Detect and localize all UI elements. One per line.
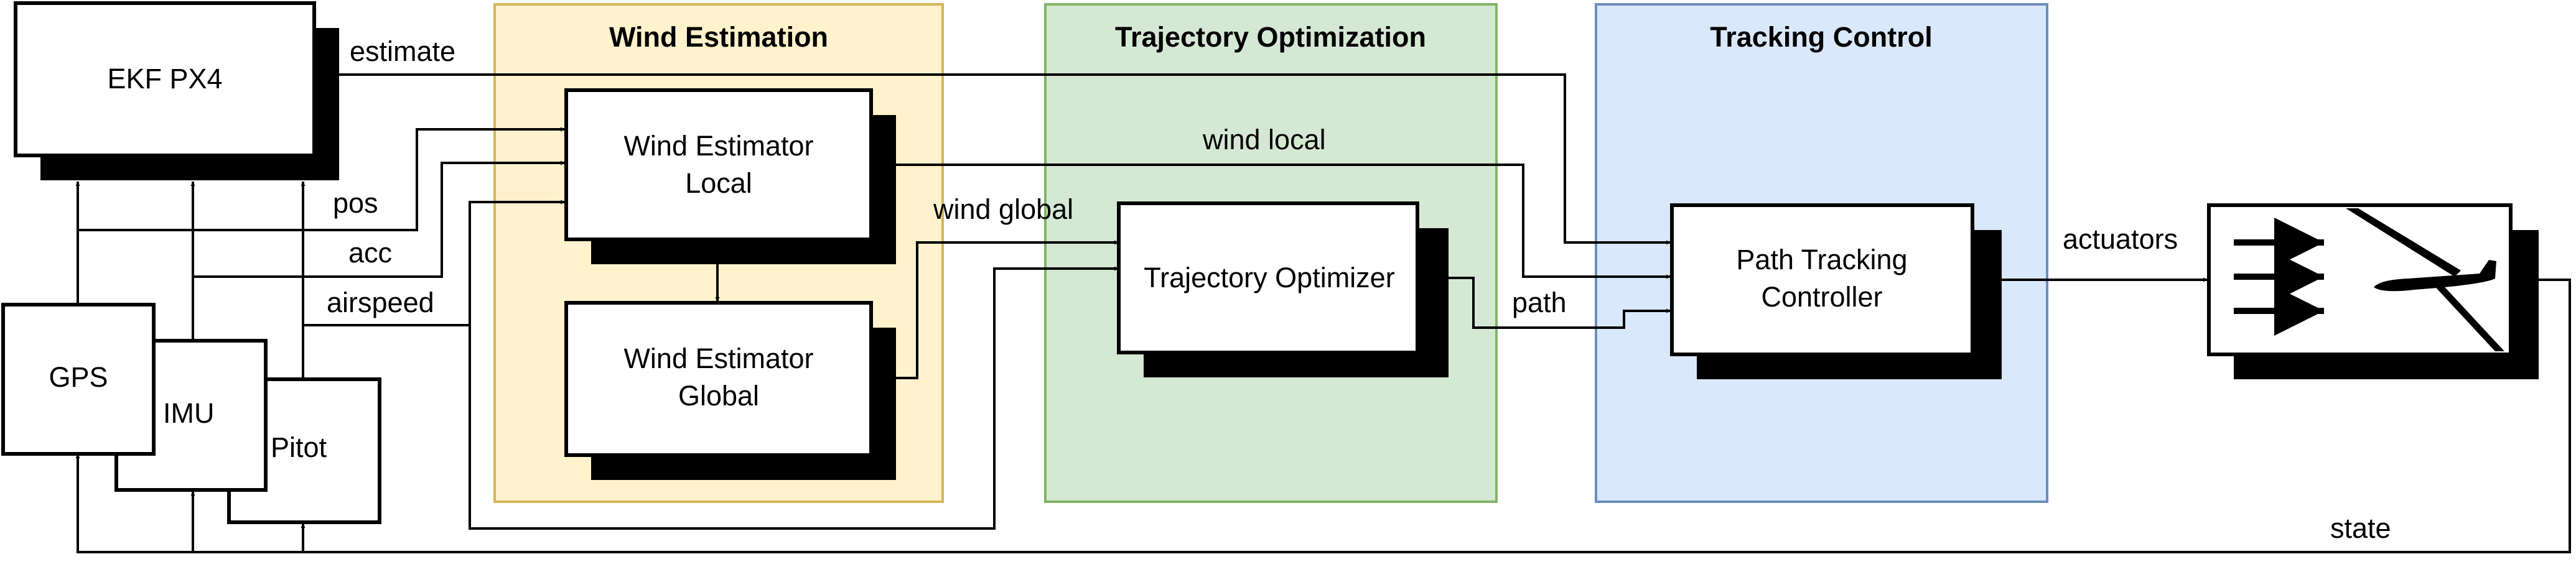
acc-wire — [193, 160, 565, 278]
estimate-label: estimate — [350, 35, 455, 67]
wind-estimator-local-line1: Wind Estimator — [623, 130, 813, 162]
path-label: path — [1512, 287, 1567, 318]
wind-estimator-local-line2: Local — [685, 167, 752, 199]
state-wire — [75, 279, 2571, 553]
ekf-px4-block: EKF PX4 — [14, 1, 339, 180]
ekf-px4-label: EKF PX4 — [107, 63, 222, 95]
wind-estimator-local-block: Wind Estimator Local — [564, 88, 896, 264]
wind-local-label: wind local — [1202, 124, 1326, 155]
wind-global-label: wind global — [933, 193, 1073, 225]
aircraft-plant-block — [2207, 203, 2539, 379]
wind-estimator-global-line2: Global — [678, 380, 759, 412]
path-tracking-controller-block: Path Tracking Controller — [1670, 203, 2002, 379]
imu-label: IMU — [163, 397, 215, 429]
pitot-label: Pitot — [271, 431, 327, 463]
group-title: Wind Estimation — [609, 21, 828, 53]
pos-wire — [78, 127, 565, 231]
estimate-wire — [336, 73, 1671, 245]
pos-label: pos — [333, 187, 378, 219]
wind-estimator-global-line1: Wind Estimator — [623, 343, 813, 374]
gps-label: GPS — [49, 361, 108, 393]
state-label: state — [2330, 512, 2391, 544]
glider-in-wind-icon — [2234, 208, 2504, 351]
gps-block: GPS — [1, 303, 156, 456]
actuators-label: actuators — [2063, 223, 2178, 255]
wind-local-wire — [896, 164, 1671, 279]
trajectory-optimizer-block: Trajectory Optimizer — [1117, 201, 1449, 377]
airspeed-to-optimizer-wire — [469, 266, 1119, 530]
signal-labels: estimate pos acc airspeed wind local win… — [327, 35, 2391, 544]
path-wire — [1417, 277, 1671, 329]
wind-estimator-global-block: Wind Estimator Global — [564, 301, 896, 480]
connections — [75, 73, 2571, 553]
path-tracking-line1: Path Tracking — [1736, 244, 1907, 275]
trajectory-optimizer-label: Trajectory Optimizer — [1144, 262, 1394, 293]
path-tracking-line2: Controller — [1761, 281, 1882, 313]
group-title: Tracking Control — [1710, 21, 1933, 53]
airspeed-wire — [303, 200, 565, 326]
airspeed-label: airspeed — [327, 287, 434, 318]
wind-global-wire — [896, 240, 1119, 379]
acc-label: acc — [348, 237, 392, 269]
group-title: Trajectory Optimization — [1115, 21, 1426, 53]
